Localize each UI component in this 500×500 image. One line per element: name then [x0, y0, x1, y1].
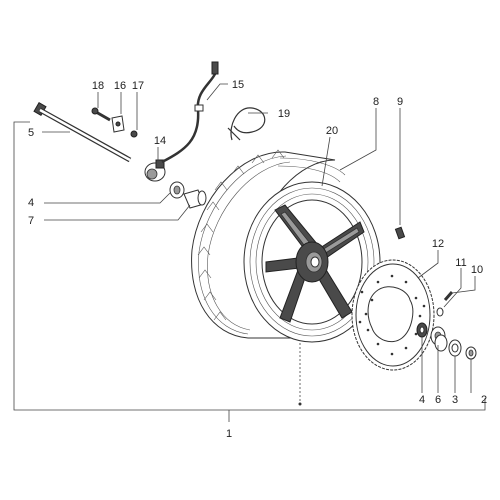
ring-3 [448, 339, 462, 357]
callout-7: 7 [28, 215, 34, 227]
callout-17: 17 [132, 80, 144, 92]
cable-clip [227, 107, 266, 141]
callout-15: 15 [232, 79, 244, 91]
callout-11: 11 [455, 257, 466, 269]
callout-1: 1 [226, 428, 232, 440]
callout-19: 19 [278, 108, 290, 120]
axle [33, 101, 132, 163]
callout-3: 3 [452, 394, 458, 406]
seal-4-right [416, 322, 428, 338]
callout-18: 18 [92, 80, 104, 92]
speedometer-cable [161, 61, 219, 164]
callout-14: 14 [154, 135, 166, 147]
screw-17 [130, 130, 138, 138]
callout-12: 12 [432, 238, 444, 250]
leader-lines [42, 83, 476, 393]
callout-4-left: 4 [28, 197, 34, 209]
callout-20: 20 [326, 125, 338, 137]
callout-5: 5 [28, 127, 34, 139]
wheel-rim [243, 181, 381, 343]
seal-4-left [169, 181, 185, 199]
screw-10 [443, 291, 454, 301]
bolt-18 [91, 107, 111, 122]
nut-2 [465, 346, 477, 360]
bearing-6 [434, 334, 448, 352]
valve [394, 226, 406, 240]
spacer-7 [183, 189, 207, 209]
callout-4-right: 4 [419, 394, 425, 406]
callout-2: 2 [481, 394, 487, 406]
assembly-bracket [13, 121, 486, 422]
bracket-16 [111, 115, 125, 133]
callout-8: 8 [373, 96, 379, 108]
callout-labels: 1 2 3 4 4 5 6 7 8 9 10 11 12 14 15 16 17… [28, 79, 487, 440]
callout-16: 16 [114, 80, 126, 92]
speedometer-drive [144, 159, 166, 182]
callout-10: 10 [471, 264, 483, 276]
callout-6: 6 [435, 394, 441, 406]
brake-disc [351, 259, 435, 371]
callout-9: 9 [397, 96, 403, 108]
washer-11 [436, 307, 444, 317]
